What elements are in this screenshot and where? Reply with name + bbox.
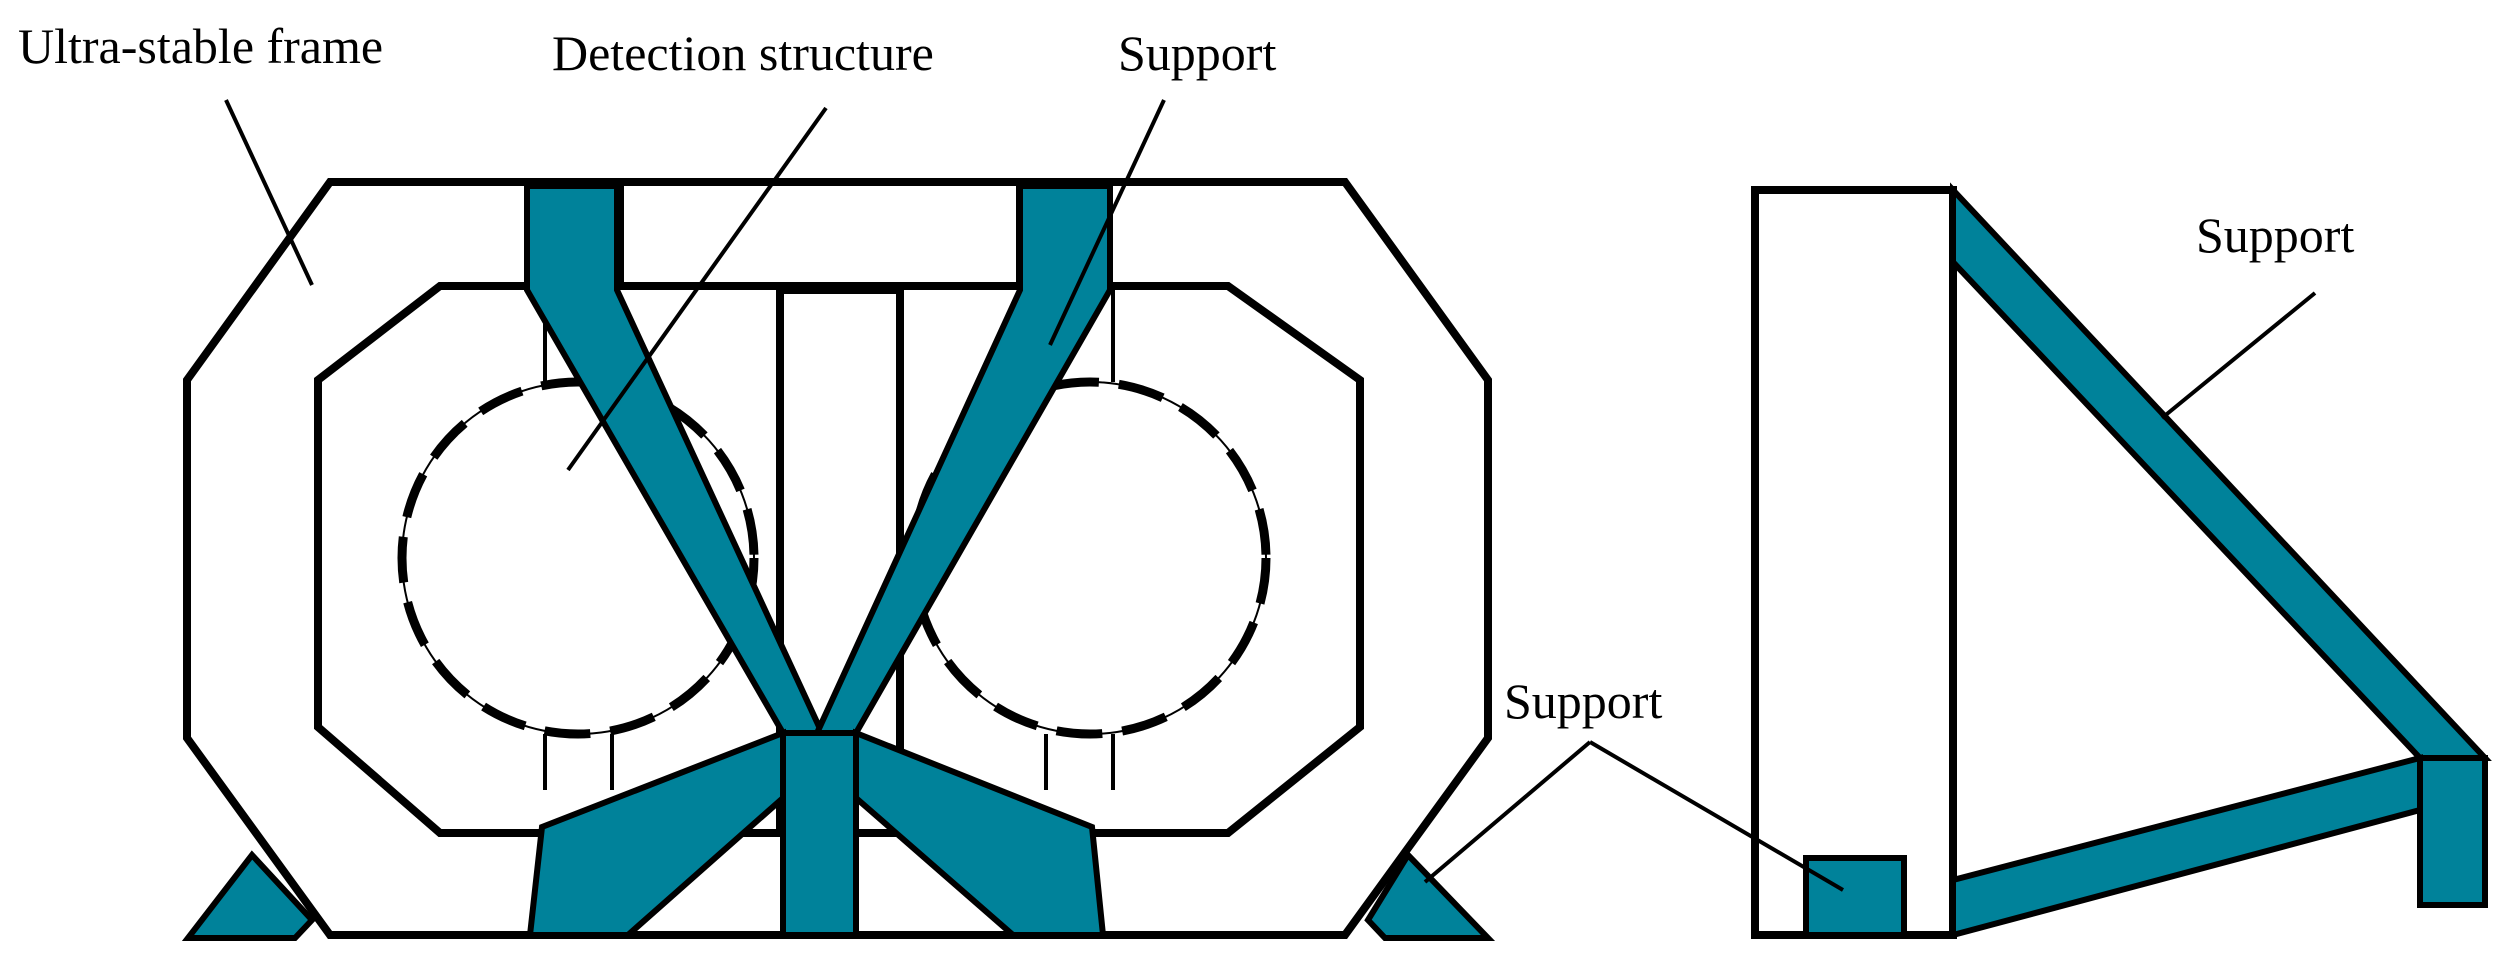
support-foot-left (181, 850, 317, 941)
front-view (181, 178, 1496, 941)
support-base-block (1803, 855, 1907, 938)
leader-lines (224, 99, 2317, 892)
frame-top-crossbar (616, 178, 1024, 290)
support-diagonal-brace (1950, 182, 2492, 761)
support-center-column (780, 730, 859, 938)
label-detection-structure: Detection structure (552, 25, 934, 81)
label-support-top: Support (1118, 25, 1276, 81)
support-structure-front (181, 183, 1496, 941)
support-lower-left (526, 728, 786, 938)
support-foot-right (1364, 850, 1496, 941)
side-view (1751, 182, 2492, 939)
labels: Ultra-stable frame Detection structure S… (18, 18, 2354, 729)
label-ultra-stable-frame: Ultra-stable frame (18, 18, 383, 74)
label-support-bottom: Support (1504, 673, 1662, 729)
leader-support-bottom-left (1588, 740, 1845, 892)
support-strut-right (812, 183, 1113, 736)
leader-support-bottom-right (1423, 740, 1592, 884)
frame-side-view (1751, 186, 1957, 939)
leader-support-top (1048, 99, 1166, 346)
frame-inner-window-right (896, 282, 1364, 837)
support-lower-right (853, 728, 1107, 938)
leader-ultra-stable-frame (224, 99, 314, 286)
ultra-stable-frame-outer (183, 178, 1492, 939)
label-support-side: Support (2196, 207, 2354, 263)
leader-detection-structure (566, 106, 828, 472)
support-bottom-brace (1950, 754, 2423, 939)
leader-support-side (2160, 291, 2317, 420)
support-leg-post (2417, 755, 2488, 908)
